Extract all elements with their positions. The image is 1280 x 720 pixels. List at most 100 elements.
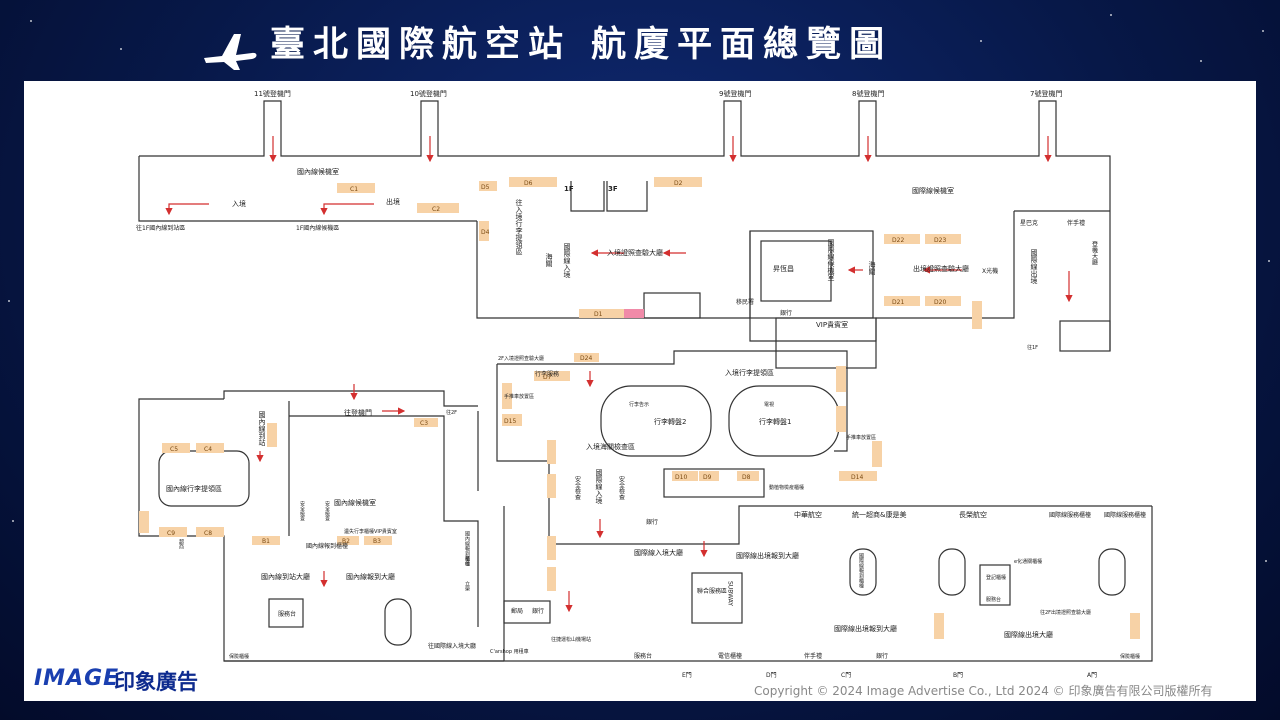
post-label: 郵局	[511, 607, 523, 615]
title-bar: 臺北國際航空站 航廈平面總覽圖	[0, 0, 1280, 80]
gate-tag-d24: D24	[580, 355, 592, 362]
copyright-notice: Copyright © 2024 Image Advertise Co., Lt…	[754, 684, 1213, 698]
departure-label: 出境	[386, 197, 400, 206]
gate-tag-d15: D15	[504, 418, 516, 425]
car-label: C'arshop 用租車	[490, 648, 529, 655]
gate-tag-d7: D7	[543, 374, 552, 381]
gate-tag-d9: D9	[703, 474, 712, 481]
lost-label: 遺失行李櫃檯	[344, 528, 374, 535]
baggage-claim-3f-label: 往入境行李提領區	[515, 198, 523, 255]
gate-tag-d2: D2	[674, 180, 683, 187]
security2-label: 安全檢查	[618, 475, 625, 500]
terminal-floor-plan: 11號登機門 10號登機門 9號登機門 8號登機門 7號登機門 國內線候機室 國…	[136, 89, 1153, 679]
gate-tag-b1: B1	[262, 538, 270, 545]
insurance-label: 保險櫃檯	[229, 653, 249, 660]
china-airline-label: 中華航空	[794, 510, 822, 519]
domestic-lounge-label: 國內線候機室	[334, 498, 376, 507]
security3-label: 安全檢查	[299, 500, 305, 522]
gate-tag-d10: D10	[675, 474, 687, 481]
luggage-cart2-label: 手推車放置區	[846, 434, 876, 441]
domestic-baggage-label: 國內線行李提領區	[166, 484, 222, 493]
exit-passport-label: 出境證照查驗大廳	[913, 264, 969, 273]
gate-tag-c1: C1	[350, 186, 358, 193]
cashier2-label: 華信	[464, 555, 470, 567]
gate-tag-d20: D20	[934, 299, 946, 306]
domestic-area-1f-label: 1F國內線候機區	[296, 224, 339, 232]
domestic-checkin-hall-label: 國內線報到大廳	[346, 572, 395, 581]
boarding-gate-label: 往登機門	[344, 408, 372, 417]
ecounter-label: e化通關櫃檯	[1014, 558, 1042, 565]
security4-label: 安全檢查	[324, 500, 330, 522]
gate-tag-d22: D22	[892, 237, 904, 244]
cashier-label: 立榮	[464, 580, 470, 592]
walls	[138, 100, 1153, 662]
gate-tag-c8: C8	[204, 530, 212, 537]
gate-tag-c9: C9	[167, 530, 175, 537]
luggage-cart-label: 手推車放置區	[504, 393, 534, 400]
bank3-label: 銀行	[532, 607, 544, 615]
logo-mark: IMAGE	[34, 666, 120, 691]
store-label: 超商	[178, 538, 184, 550]
bank5-label: 銀行	[876, 652, 888, 660]
uni-airline-label: 統一超商&康是美	[852, 510, 906, 519]
stair-3f-label: 3F	[608, 185, 618, 193]
to-1f-label: 往1F	[1027, 344, 1038, 351]
checkin-counter-label: 國際線報到櫃檯	[858, 553, 864, 589]
boarding-hall-label: 登機大廳	[1091, 240, 1098, 266]
baggage-office-label: 行李服務	[535, 370, 559, 378]
door-d: D門	[766, 672, 777, 679]
gate-label-10: 10號登機門	[410, 89, 447, 98]
gate-tag-c2: C2	[432, 206, 440, 213]
mrt-label: 往捷運松山機場站	[551, 636, 591, 643]
bank2-label: 銀行	[646, 518, 658, 526]
domestic-checkin-label: 國內線報到櫃檯	[306, 542, 348, 550]
lift-label: 昇恆昌	[773, 264, 794, 273]
souvenir2-label: 伴手禮	[804, 652, 822, 660]
transfer-label: 移民署	[736, 298, 754, 306]
tv-label: 電視	[764, 401, 774, 408]
gate-tag-d8: D8	[742, 474, 751, 481]
door-c: C門	[841, 672, 851, 679]
service3-label: 服務台	[986, 596, 1001, 603]
service-label: 服務台	[278, 610, 296, 618]
gate-tag-d23: D23	[934, 237, 946, 244]
customs-label: 海關	[545, 252, 553, 268]
arrival-baggage-label: 入境行李提領區	[725, 368, 774, 377]
animal-check-label: 動植物檢疫櫃檯	[769, 484, 804, 491]
intl-arrival-label: 國際線入境	[563, 243, 571, 279]
domestic-checkin2-label: 國內線報到櫃檯	[464, 531, 470, 567]
belt-display-label: 行李告示	[629, 401, 649, 408]
gate-label-8: 8號登機門	[852, 89, 884, 98]
register-label: 登記櫃檯	[986, 574, 1006, 581]
gate-tags	[139, 177, 1140, 639]
insurance2-label: 保險櫃檯	[1120, 653, 1140, 660]
gate-tag-d4: D4	[481, 229, 490, 236]
gate-tag-b3: B3	[373, 538, 381, 545]
gate-tag-d14: D14	[851, 474, 863, 481]
intl-exit-vert-label: 國際線出境	[1030, 249, 1038, 285]
flow-arrows	[165, 136, 1073, 613]
gate-tag-c3: C3	[420, 420, 428, 427]
security1-label: 安全檢查	[574, 475, 581, 500]
gate-tag-d5: D5	[481, 184, 490, 191]
door-b: B門	[953, 672, 963, 679]
gate-tag-d6: D6	[524, 180, 533, 187]
intl-departure-lobby-label: 國際線出境報到大廳	[834, 624, 897, 633]
immigration-hall-label: 入境證照查驗大廳	[607, 248, 663, 257]
logo-text: 印象廣告	[114, 670, 198, 694]
intl-wait-vert-label: 國際線候機室	[827, 239, 835, 281]
customs-exit-label: 海關	[868, 260, 876, 276]
carousel-1-label: 行李轉盤1	[759, 417, 791, 426]
to-2f-passport-c-label: 往2F出境證照查驗大廳	[1040, 609, 1091, 616]
bank-label: 銀行	[780, 309, 792, 317]
intl-arrival-lobby-label: 國際線入境大廳	[634, 548, 683, 557]
vip-label: VIP貴賓室	[816, 320, 848, 329]
floor-plan-panel: 11號登機門 10號登機門 9號登機門 8號登機門 7號登機門 國內線候機室 國…	[24, 81, 1256, 701]
carousel-2-label: 行李轉盤2	[654, 417, 686, 426]
gate-tag-c5: C5	[170, 446, 178, 453]
page-title: 臺北國際航空站 航廈平面總覽圖	[270, 25, 893, 65]
xray-label: X光機	[982, 267, 998, 275]
door-a: A門	[1087, 672, 1097, 679]
gate-tag-d1: D1	[594, 311, 603, 318]
eva-label: 長榮航空	[959, 510, 987, 519]
